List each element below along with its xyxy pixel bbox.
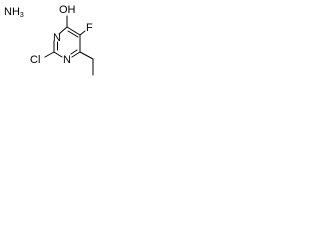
nitrogen-top-label: N [53, 32, 61, 44]
fluorine-label: F [86, 22, 93, 34]
ammonia-label: NH3 [4, 6, 24, 19]
bond-c4-c5 [66, 26, 81, 36]
bond-c6-ethyl [79, 51, 94, 60]
hydroxyl-label: OH [59, 4, 76, 16]
pyrimidine-ring [53, 26, 81, 58]
bond-c5-f [79, 30, 86, 36]
bond-c2-cl [44, 51, 55, 58]
chemical-structure-diagram: NH3 OH F N N Cl [4, 4, 94, 76]
bond-c4-c5-double [67, 30, 79, 38]
bond-c6-n1 [71, 51, 81, 58]
bond-n1-c2 [53, 51, 63, 58]
ammonia-subscript: 3 [20, 12, 24, 19]
ammonia-symbol: NH [4, 6, 20, 18]
chlorine-label: Cl [30, 54, 40, 66]
substituent-bonds [44, 15, 94, 76]
bond-n3-c4 [58, 26, 68, 35]
nitrogen-bottom-label: N [63, 54, 71, 66]
bond-c6-n1-double [70, 49, 78, 55]
